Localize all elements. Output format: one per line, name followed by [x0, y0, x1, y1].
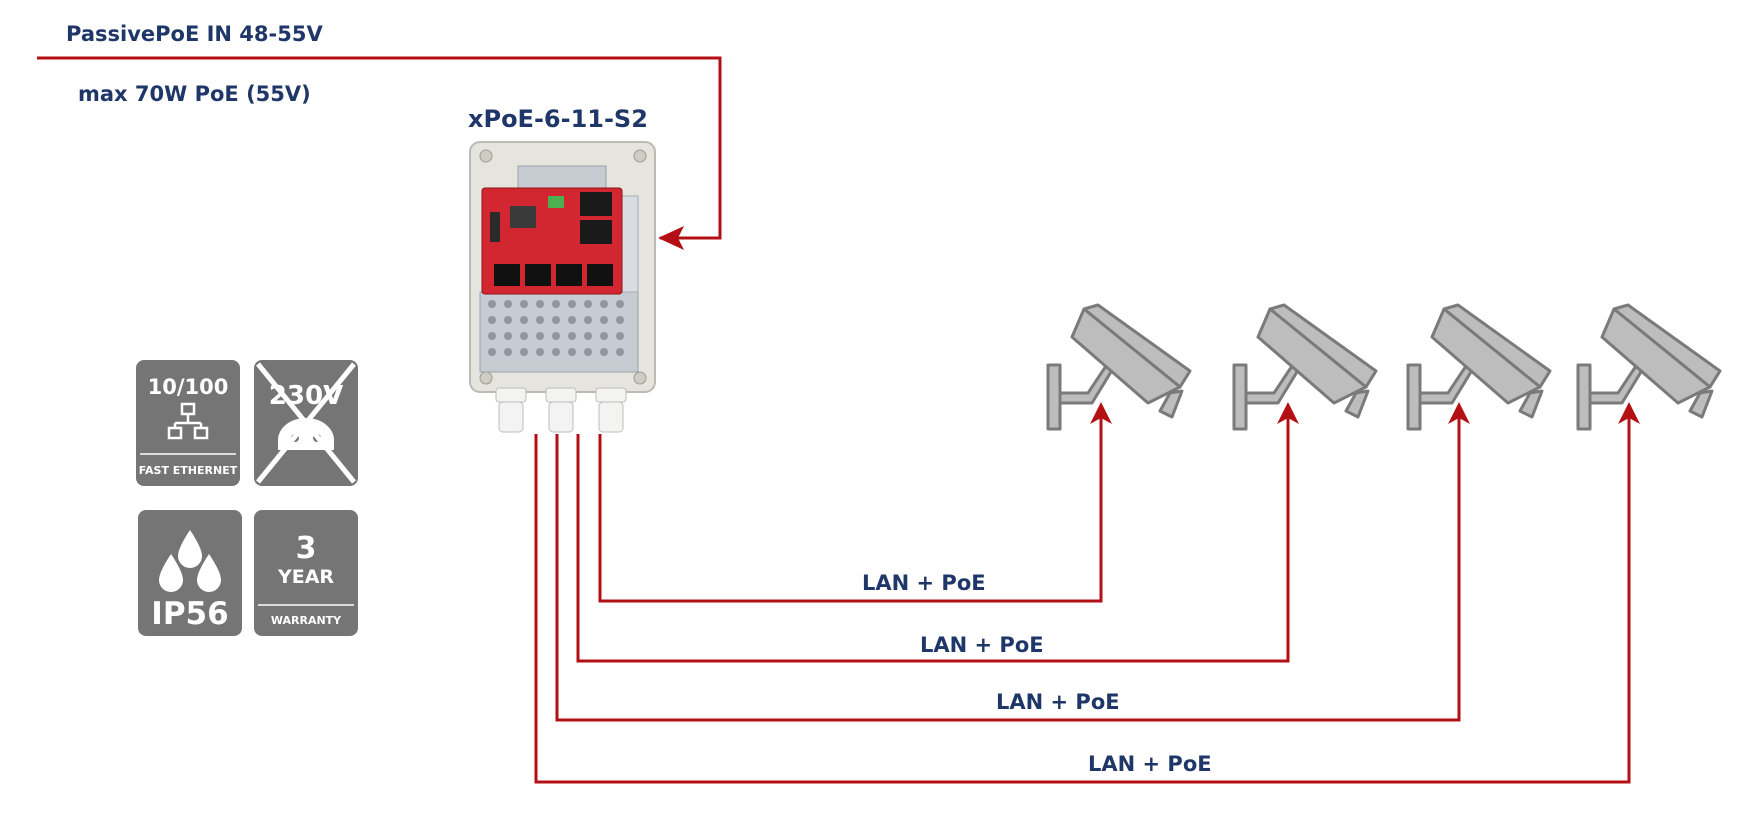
badge-warranty-unit: YEAR — [277, 566, 334, 588]
cctv-camera-icon — [1046, 303, 1192, 431]
badge-ip: IP56 — [138, 510, 242, 636]
cctv-camera-icon — [1232, 303, 1378, 431]
device-enclosure — [469, 141, 656, 433]
lan-wire-3 — [555, 402, 1470, 722]
camera-2 — [1232, 303, 1378, 431]
lan-wire-1 — [598, 402, 1112, 603]
cable-glands — [495, 387, 627, 433]
camera-4 — [1576, 303, 1722, 431]
badge-voltage-value: 230V — [269, 381, 343, 411]
badge-ip-rating: IP56 — [151, 596, 228, 632]
power-input-label: PassivePoE IN 48-55V — [66, 22, 323, 46]
lan-arrow-2-icon — [1277, 402, 1299, 424]
water-drops-icon — [159, 530, 221, 592]
lan-arrow-4-icon — [1618, 402, 1640, 424]
badge-ethernet-caption: FAST ETHERNET — [139, 464, 238, 477]
cctv-camera-icon — [1576, 303, 1722, 431]
badge-warranty-caption: WARRANTY — [271, 614, 342, 627]
badge-ethernet-speed: 10/100 — [148, 375, 229, 399]
lan-label-2: LAN + PoE — [920, 633, 1044, 657]
cctv-camera-icon — [1406, 303, 1552, 431]
lan-label-3: LAN + PoE — [996, 690, 1120, 714]
lan-wire-2 — [576, 402, 1299, 663]
power-max-label: max 70W PoE (55V) — [78, 82, 311, 106]
lan-label-4: LAN + PoE — [1088, 752, 1212, 776]
badge-ethernet: 10/100 FAST ETHERNET — [136, 360, 240, 486]
lan-wire-4 — [534, 402, 1640, 784]
plate-holes — [488, 300, 624, 356]
no-mains-plug-icon — [256, 362, 356, 484]
device-name: xPoE-6-11-S2 — [468, 105, 648, 133]
rj45-ports — [494, 264, 613, 286]
camera-1 — [1046, 303, 1192, 431]
lan-label-1: LAN + PoE — [862, 571, 986, 595]
lan-arrow-3-icon — [1448, 402, 1470, 424]
badge-warranty-years: 3 — [296, 531, 317, 566]
power-input-wire — [37, 56, 722, 250]
power-arrow-icon — [658, 226, 684, 250]
lan-arrow-1-icon — [1090, 402, 1112, 424]
badge-voltage: 230V — [254, 360, 358, 486]
badge-warranty: 3 YEAR WARRANTY — [254, 510, 358, 636]
network-topology-icon — [167, 402, 209, 440]
camera-3 — [1406, 303, 1552, 431]
